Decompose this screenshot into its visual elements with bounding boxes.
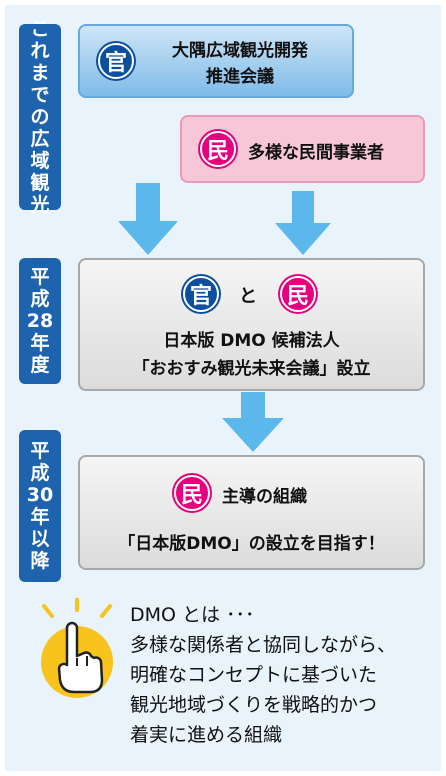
dmo-definition-line1: 多様な関係者と協同しながら、 — [130, 634, 397, 656]
dmo-candidate-line2: 「おおすみ観光未来会議」設立 — [132, 359, 371, 379]
dmo-definition-line3: 観光地域づくりを戦略的かつ — [130, 694, 378, 716]
dmo-goal-text: 「日本版DMO」の設立を目指す！ — [118, 534, 385, 554]
gov-badge-2: 官 — [183, 276, 219, 312]
pvt-badge: 民 — [200, 131, 236, 167]
dmo-definition-line4: 着実に進める組織 — [130, 724, 283, 746]
private-operators-label: 多様な民間事業者 — [248, 143, 384, 163]
gov-council-name-line1: 大隅広域観光開発 — [172, 41, 308, 61]
arrow-gov-down — [118, 183, 178, 255]
arrow-to-dmo — [222, 392, 284, 452]
gov-badge: 官 — [98, 43, 134, 79]
gov-council-name-line2: 推進会議 — [206, 67, 274, 87]
private-led-org-box: 民 主導の組織 「日本版DMO」の設立を目指す！ — [78, 455, 425, 570]
pvt-badge-2: 民 — [280, 276, 316, 312]
private-led-label: 主導の組織 — [222, 487, 307, 507]
private-operators-box: 民 多様な民間事業者 — [180, 115, 425, 183]
dmo-candidate-box: 官 と 民 日本版 DMO 候補法人 「おおすみ観光未来会議」設立 — [78, 258, 425, 391]
and-connector: と — [239, 286, 257, 307]
label-past-tourism: これまでの広域観光 — [19, 18, 61, 216]
arrow-private-down — [275, 191, 331, 255]
dmo-candidate-line1: 日本版 DMO 候補法人 — [163, 331, 340, 351]
pointing-hand-icon — [41, 598, 113, 698]
dmo-definition-line2: 明確なコンセプトに基づいた — [130, 664, 378, 686]
gov-council-box: 官 大隅広域観光開発 推進会議 — [78, 24, 354, 98]
pvt-badge-3: 民 — [174, 475, 210, 511]
dmo-definition-heading: DMO とは ･･･ — [130, 604, 255, 626]
